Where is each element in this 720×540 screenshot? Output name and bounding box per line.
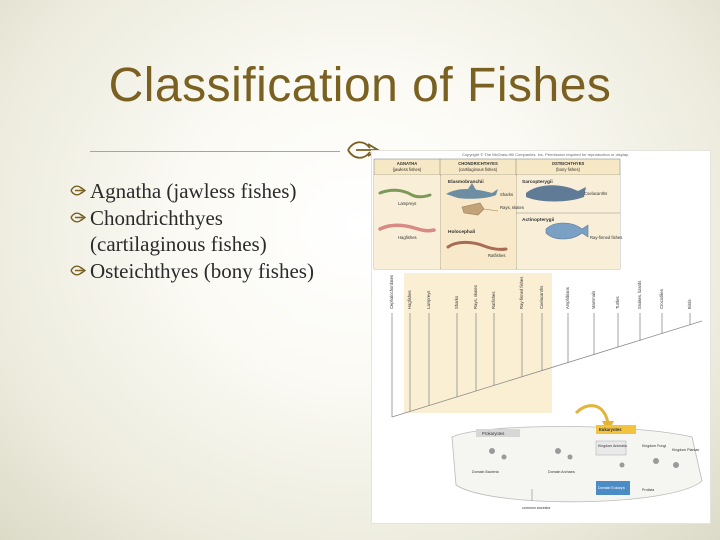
label-domain-eukarya: Domain Eukarya (598, 486, 625, 490)
bullet-chondrichthyes: Chondrichthyes (cartilaginous fishes) (70, 205, 370, 257)
phylogeny-figure: Copyright © The McGraw-Hill Companies, I… (371, 150, 711, 524)
tree-label-sharks: Sharks (454, 296, 459, 309)
fleur-bullet-icon (70, 265, 86, 276)
label-common-ancestor: common ancestor (522, 506, 551, 510)
tree-label-crocodiles: Crocodiles (659, 289, 664, 309)
col-sub-osteichthyes: (bony fishes) (556, 167, 581, 172)
tree-label-birds: Birds (687, 299, 692, 309)
group-actinopterygii: Actinopterygii (522, 217, 554, 223)
col-head-agnatha: AGNATHA (397, 161, 418, 166)
bullet-text: Agnatha (jawless fishes) (90, 179, 297, 203)
group-sarcopterygii: Sarcopterygii (522, 179, 553, 185)
col-head-chondrichthyes: CHONDRICHTHYES (458, 161, 498, 166)
label-domain-archaea: Domain Archaea (548, 470, 575, 474)
tree-label-amphibians: Amphibians (565, 287, 570, 309)
figure-copyright: Copyright © The McGraw-Hill Companies, I… (462, 152, 629, 157)
ray-finned-fish-icon (545, 222, 589, 240)
label-domain-bacteria: Domain Bacteria (472, 470, 499, 474)
bullet-osteichthyes: Osteichthyes (bony fishes) (70, 258, 370, 284)
hagfish-icon (378, 223, 436, 233)
fleur-bullet-icon (70, 212, 86, 223)
col-head-osteichthyes: OSTEICHTHYES (552, 161, 585, 166)
tree-label-mammals: Mammals (591, 291, 596, 309)
label-kingdom-fungi: Kingdom Fungi (642, 444, 666, 448)
label-protista: Protista (642, 488, 654, 492)
label-hagfishes: Hagfishes (398, 235, 417, 240)
tree-label-rays-skates: Rays, skates (473, 285, 478, 309)
coelacanth-icon (526, 185, 586, 202)
tree-label-snakes-lizards: Snakes, lizards (637, 281, 642, 309)
label-coelacanths: Coelacanths (584, 191, 607, 196)
col-sub-agnatha: (jawless fishes) (393, 167, 422, 172)
label-ray-finned-fishes: Ray-finned fishes (590, 235, 622, 240)
ratfish-icon (446, 240, 508, 251)
bullet-text: Osteichthyes (bony fishes) (90, 259, 314, 283)
label-eukaryotes: Eukaryotes (599, 427, 622, 432)
group-elasmobranchii: Elasmobranchii (448, 179, 484, 185)
group-holocephali: Holocephali (448, 229, 475, 235)
label-lampreys: Lampreys (398, 201, 416, 206)
label-ratfishes: Ratfishes (488, 253, 505, 258)
bullet-agnatha: Agnatha (jawless fishes) (70, 178, 370, 204)
label-kingdom-animalia: Kingdom Animalia (598, 444, 627, 448)
label-rays-skates: Rays, skates (500, 205, 524, 210)
tree-label-hagfishes: Hagfishes (407, 290, 412, 309)
slide-title: Classification of Fishes (108, 59, 612, 112)
tree-label-turtles: Turtles (615, 296, 620, 309)
ray-icon (461, 202, 499, 216)
domains-outline (451, 426, 703, 503)
phylogeny-diagram: AGNATHA (jawless fishes) CHONDRICHTHYES … (373, 158, 703, 510)
fleur-bullet-icon (70, 185, 86, 196)
col-sub-chondrichthyes: (cartilaginous fishes) (459, 167, 498, 172)
lamprey-icon (378, 188, 432, 199)
label-sharks: Sharks (500, 192, 513, 197)
tree-label-coelacanths: Coelacanths (539, 286, 544, 309)
tree-label-cephalochordates: Cephalochordates (389, 275, 394, 309)
bullet-text: Chondrichthyes (90, 206, 223, 230)
fleur-divider-icon (347, 141, 380, 159)
bullet-list: Agnatha (jawless fishes) Chondrichthyes … (70, 178, 370, 285)
tree-label-ratfishes: Ratfishes (491, 292, 496, 309)
curved-arrow-icon (574, 404, 610, 424)
bullet-text-continued: (cartilaginous fishes) (90, 232, 267, 256)
tree-label-lampreys: Lampreys (426, 291, 431, 309)
title-divider (90, 151, 340, 152)
label-prokaryotes: Prokaryotes (482, 431, 504, 436)
label-kingdom-plantae: Kingdom Plantae (672, 448, 699, 452)
shark-icon (446, 189, 498, 199)
tree-label-ray-finned: Ray-finned fishes (519, 277, 524, 309)
